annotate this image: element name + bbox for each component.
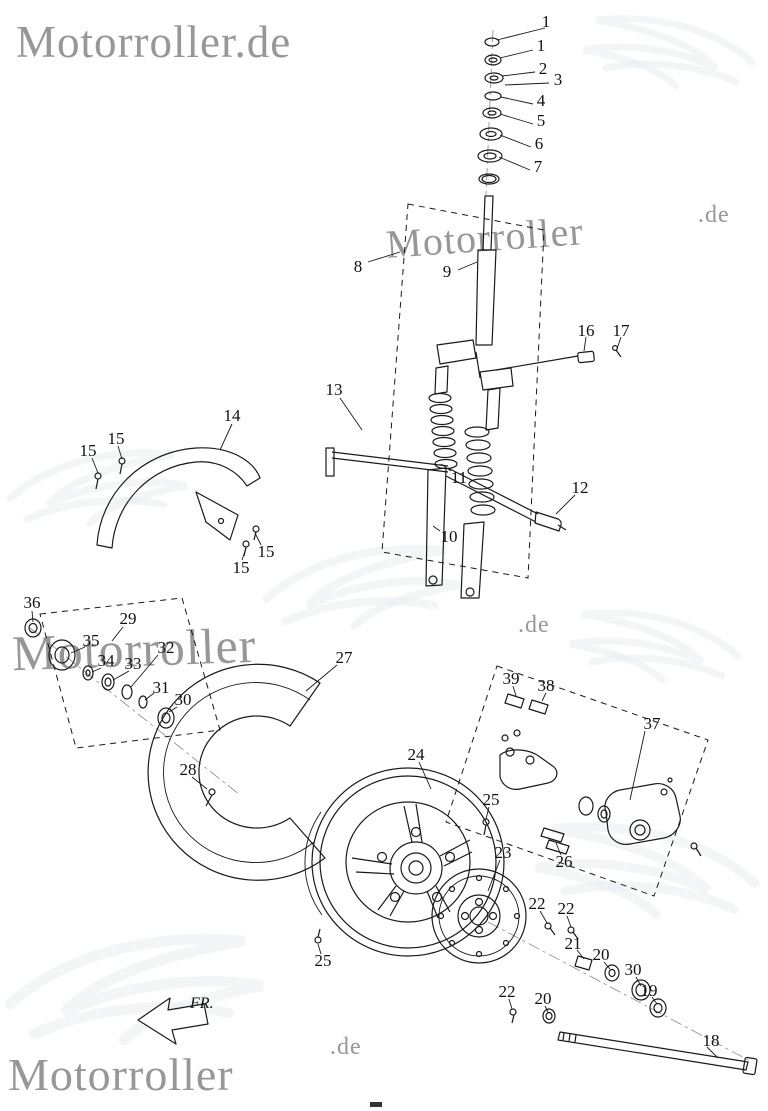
part-label-11: 11 (450, 468, 468, 487)
watermark-bottom-de: .de (330, 1034, 362, 1060)
part-label-37: 37 (643, 714, 661, 733)
part-label-28: 28 (179, 760, 197, 779)
part-label-29: 29 (119, 609, 137, 628)
hub-parts-box (39, 597, 221, 749)
part-label-9: 9 (442, 262, 452, 281)
axle-rod (325, 447, 449, 477)
part-label-12: 12 (571, 478, 589, 497)
watermark-mid-right-de: .de (698, 202, 730, 228)
part-label-10: 10 (440, 527, 458, 546)
part-label-36: 36 (23, 593, 41, 612)
fork-assembly-box (381, 203, 545, 579)
watermark-mid-left-de: .de (518, 612, 550, 638)
tire (147, 663, 326, 881)
part-label-30: 30 (174, 690, 192, 709)
part-label-22: 22 (498, 982, 516, 1001)
part-label-31: 31 (152, 678, 170, 697)
leader-lines (31, 27, 719, 1059)
part-label-24: 24 (407, 745, 425, 764)
part-label-2: 2 (538, 59, 548, 78)
part-label-33: 33 (124, 654, 142, 673)
part-label-30: 30 (624, 960, 642, 979)
wheel-rim (205, 767, 505, 957)
part-label-27: 27 (335, 648, 353, 667)
part-label-5: 5 (536, 111, 546, 130)
part-label-19: 19 (640, 981, 658, 1000)
axle-group (509, 922, 758, 1076)
part-label-17: 17 (612, 321, 630, 340)
clamp-bolts (577, 345, 622, 364)
part-label-15: 15 (79, 441, 97, 460)
steering-stem-parts (477, 37, 504, 185)
brake-caliper-group (482, 693, 702, 857)
part-label-7: 7 (533, 157, 543, 176)
part-label-15: 15 (257, 542, 275, 561)
brake-disc (431, 868, 527, 964)
part-label-22: 22 (528, 894, 546, 913)
part-label-3: 3 (553, 70, 563, 89)
page-mark (370, 1102, 382, 1107)
fr-arrow (137, 997, 209, 1045)
part-label-6: 6 (534, 134, 544, 153)
part-label-1: 1 (541, 12, 551, 31)
part-label-32: 32 (157, 638, 175, 657)
part-label-26: 26 (555, 852, 573, 871)
part-label-34: 34 (97, 651, 115, 670)
part-label-25: 25 (482, 790, 500, 809)
part-label-16: 16 (577, 321, 595, 340)
part-label-21: 21 (564, 934, 582, 953)
fork-assembly (425, 195, 579, 599)
watermark-bottom: Motorroller (8, 1049, 234, 1100)
part-label-39: 39 (502, 669, 520, 688)
part-label-14: 14 (223, 406, 241, 425)
part-label-15: 15 (232, 558, 250, 577)
part-label-20: 20 (534, 989, 552, 1008)
part-label-8: 8 (353, 257, 363, 276)
part-label-38: 38 (537, 676, 555, 695)
part-label-1: 1 (536, 36, 546, 55)
part-label-13: 13 (325, 380, 343, 399)
direction-indicator: FR. (190, 995, 214, 1012)
watermark-top: Motorroller.de (16, 17, 292, 67)
part-label-4: 4 (536, 91, 546, 110)
part-label-23: 23 (494, 843, 512, 862)
part-label-22: 22 (557, 899, 575, 918)
part-label-35: 35 (82, 631, 100, 650)
part-label-18: 18 (702, 1031, 720, 1050)
part-label-20: 20 (592, 945, 610, 964)
caliper-box (445, 665, 709, 897)
bracket-12 (534, 511, 567, 532)
part-label-15: 15 (107, 429, 125, 448)
part-label-25: 25 (314, 951, 332, 970)
